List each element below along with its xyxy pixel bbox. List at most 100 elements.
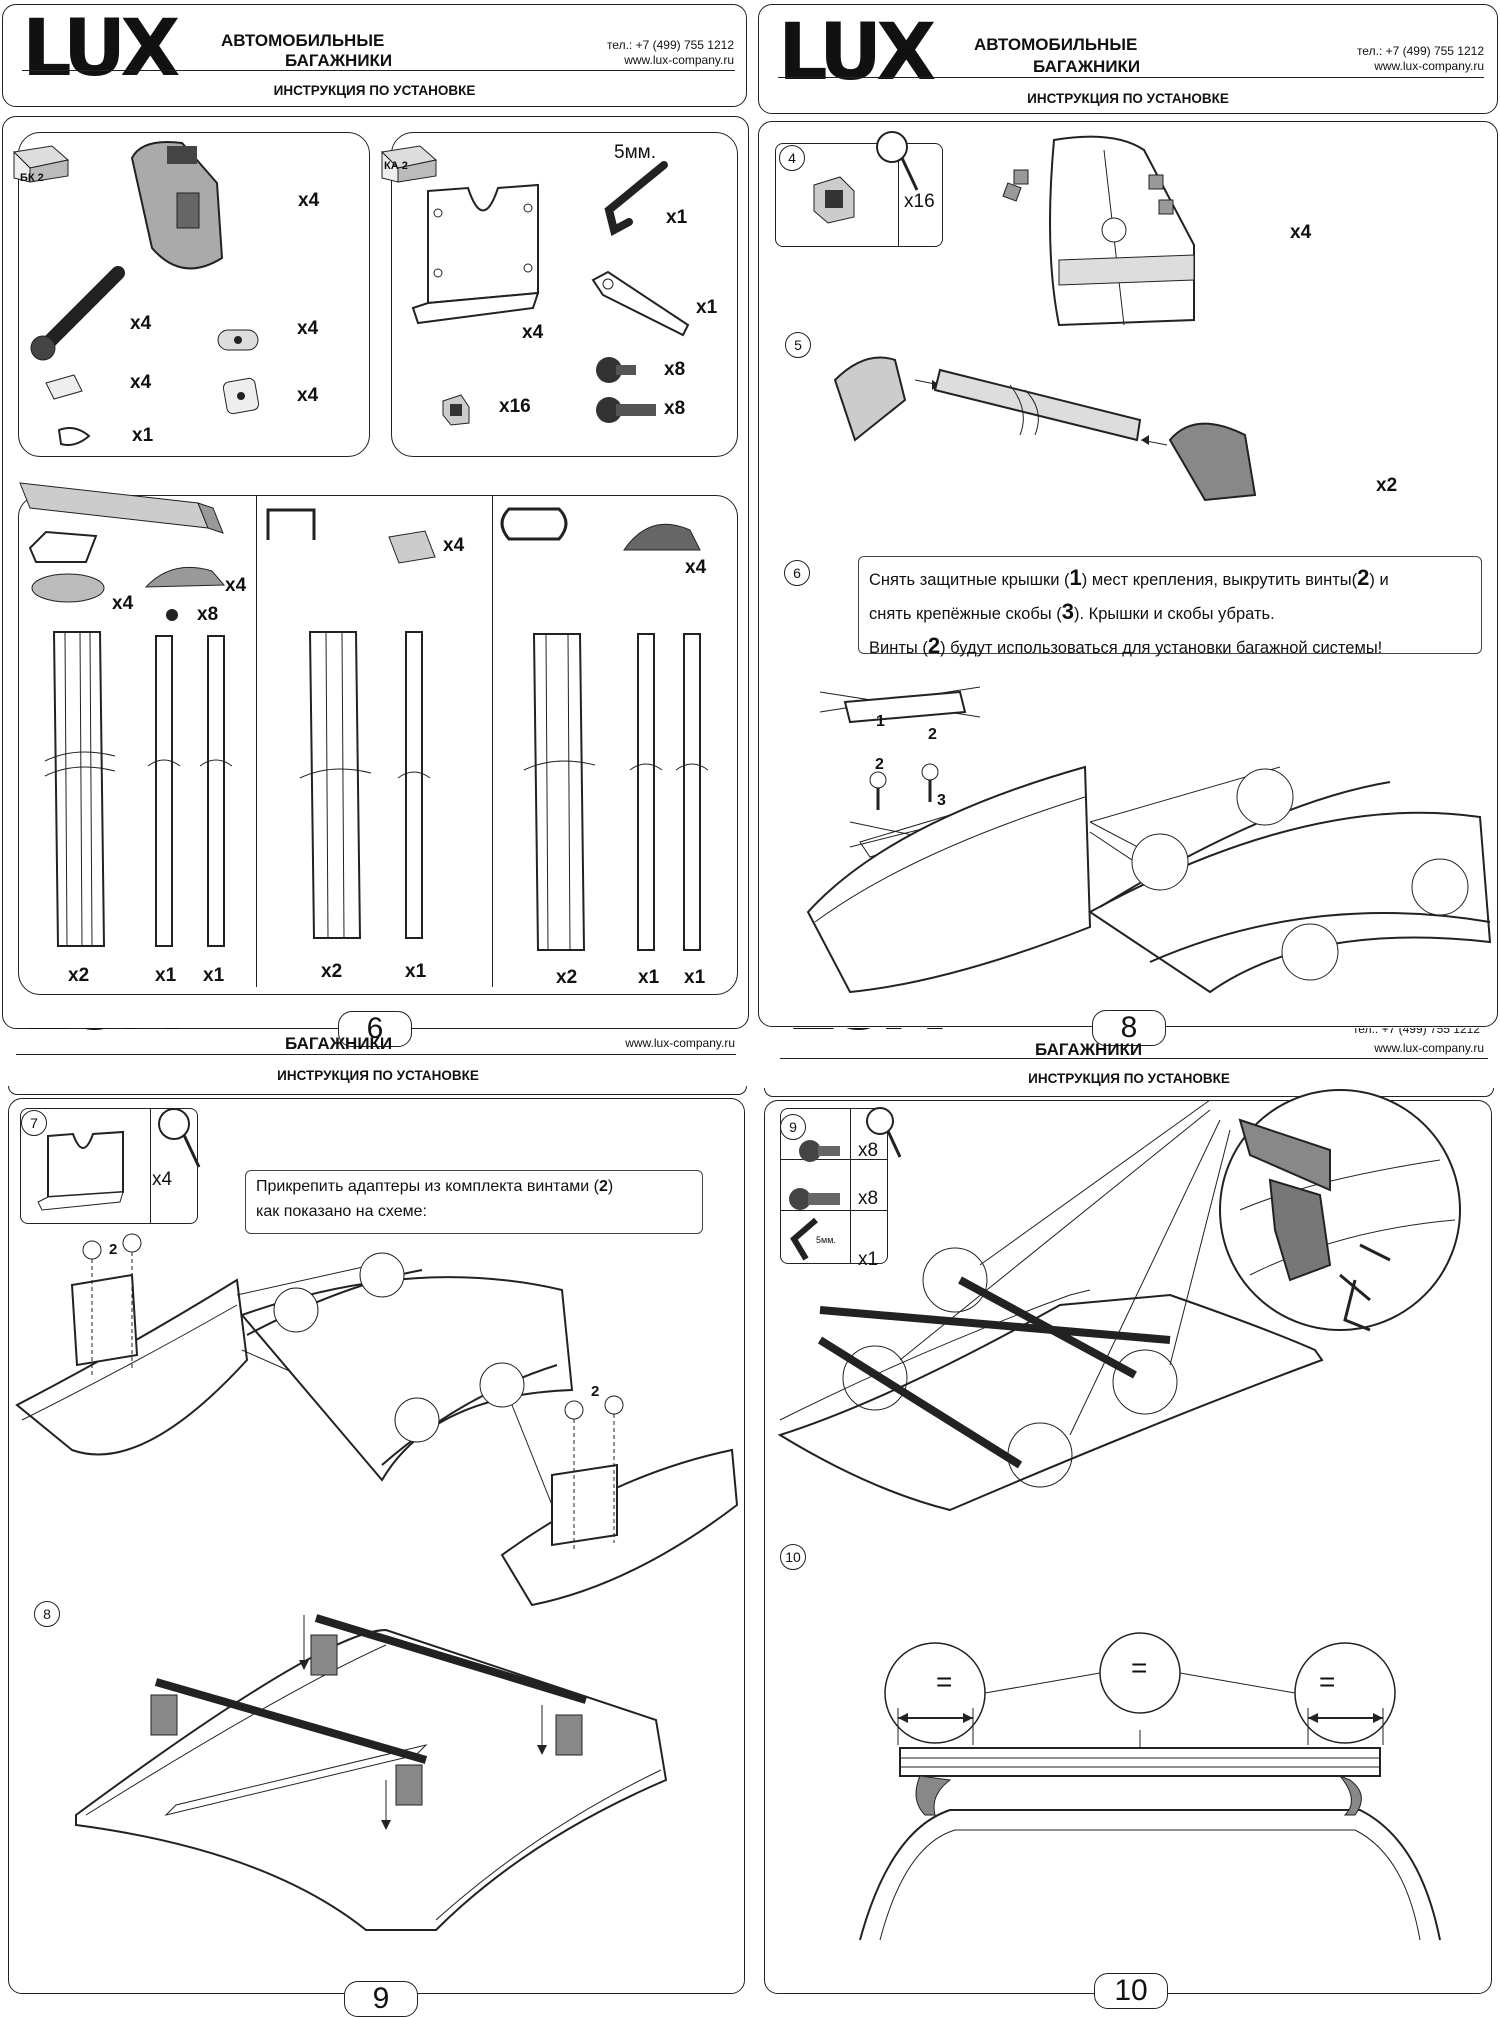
bar-profile-a-illustration (44, 631, 233, 947)
hex-key-icon (790, 1217, 818, 1261)
roof-detail-illustration (806, 686, 1492, 994)
nut-illustration (813, 176, 855, 224)
header-contacts: тел.: +7 (499) 755 1212 www.lux-company.… (1357, 44, 1484, 74)
note-text: ) будут использоваться для установки баг… (940, 639, 1383, 658)
screw-long-illustration (596, 397, 656, 423)
logo: LUX (786, 1028, 944, 1042)
header-bottom (8, 1086, 747, 1095)
note-text: ) мест крепления, выкрутить винты( (1081, 571, 1358, 589)
logo: LUX (22, 4, 180, 94)
step-number: 5 (785, 332, 811, 358)
header-rule (780, 1058, 1488, 1059)
qty-hex-key: x1 (666, 207, 688, 228)
small-screw-icon (166, 609, 178, 621)
qty-foot: x4 (298, 190, 320, 211)
header-site: www.lux-company.ru (625, 1036, 735, 1050)
qty-small-screw: x8 (197, 604, 219, 625)
header-phone: тел.: +7 (499) 755 1212 (606, 38, 734, 52)
qty-endcap-c: x4 (685, 557, 707, 578)
endcap-a2-illustration (144, 566, 226, 588)
qty-endcap-b: x4 (443, 535, 465, 556)
qty-screw-1: x8 (664, 359, 686, 380)
step9-qty-3: x1 (858, 1249, 879, 1270)
step9-row-line (780, 1210, 888, 1211)
wrench-illustration (591, 270, 690, 337)
step7-divider (150, 1108, 151, 1224)
header-frame (758, 4, 1498, 114)
note-number: 1 (1069, 565, 1082, 590)
bars-install-illustration (75, 1614, 668, 1931)
key-illustration (57, 427, 91, 446)
step-number: 9 (780, 1114, 806, 1140)
page-number: 10 (1094, 1973, 1168, 2009)
step4-divider (898, 143, 899, 247)
fig-label-2: 2 (591, 1383, 600, 1400)
screw-long-icon (789, 1188, 840, 1210)
header-rule (16, 1054, 736, 1055)
plate-illustration (45, 374, 83, 400)
note-number: 2 (598, 1178, 608, 1195)
header-phone-clipped: тел.: +7 (499) 755 1212 (1335, 1028, 1480, 1037)
note-number: 3 (1061, 599, 1074, 625)
pin-illustration (217, 329, 259, 351)
hex-size: 5мм. (614, 142, 656, 163)
endcap-b-illustration (388, 530, 436, 564)
step9-divider (850, 1108, 851, 1264)
bars-fastening-illustration (777, 1089, 1461, 1512)
logo-clipped: LUX (780, 1028, 948, 1042)
step9-qty-1: x8 (858, 1140, 879, 1161)
note-text: ) и (1369, 571, 1389, 589)
header-site: www.lux-company.ru (1374, 1041, 1484, 1055)
equal-mark-center: = (1131, 1652, 1148, 1683)
logo: LUX (778, 8, 936, 98)
qty-wrench: x1 (696, 297, 718, 318)
note-text: Снять защитные крышки ( (869, 571, 1070, 589)
pad-illustration (222, 377, 260, 415)
header-title-2: БАГАЖНИКИ (285, 51, 393, 70)
qty-key: x1 (132, 425, 154, 446)
nut-illustration (442, 394, 470, 426)
equal-mark-left: = (936, 1666, 953, 1697)
note-text: снять крепёжные скобы ( (869, 605, 1062, 624)
qty-bar-b2: x1 (405, 961, 427, 982)
qty-pad: x4 (297, 385, 319, 406)
qty-bar-b1: x2 (321, 961, 343, 982)
logo: LUX (22, 1028, 180, 1042)
qty-pin: x4 (297, 318, 319, 339)
step9-row-line (780, 1159, 888, 1160)
bars-box (18, 495, 738, 995)
qty-plate: x4 (130, 372, 152, 393)
step9-hex-size: 5мм. (816, 1235, 836, 1245)
header-phone: тел.: +7 (499) 755 1212 (1352, 1028, 1480, 1036)
step-number: 7 (21, 1110, 47, 1136)
divider-2 (492, 495, 493, 987)
header-title-2: БАГАЖНИКИ (1035, 1040, 1143, 1059)
header-contacts: тел.: +7 (499) 755 1212 www.lux-company.… (607, 38, 734, 68)
header-rule (22, 70, 735, 71)
kit-box-label: КА 2 (384, 160, 408, 172)
fig-label-1: 1 (876, 713, 885, 730)
header-bottom (764, 1088, 1494, 1097)
note-text: ). Крышки и скобы убрать. (1073, 605, 1275, 624)
qty-bar-a3: x1 (203, 965, 225, 986)
header-title-1: АВТОМОБИЛЬНЫЕ (221, 31, 385, 50)
header-title-2: БАГАЖНИКИ (285, 1034, 393, 1053)
step-number: 6 (784, 560, 810, 586)
screw-icon (799, 1140, 840, 1162)
divider-1 (256, 495, 257, 987)
step7-qty: x4 (152, 1169, 173, 1190)
endcap-a-illustration (31, 573, 105, 603)
qty-screw-2: x8 (664, 398, 686, 419)
note-text: как показано на схеме: (256, 1202, 427, 1220)
qty-bar-a2: x1 (155, 965, 177, 986)
magnifier-icon (866, 1107, 902, 1158)
qty-bar-c1: x2 (556, 967, 578, 988)
magnifier-icon (158, 1108, 201, 1168)
qty-endcap-a1: x4 (112, 593, 134, 614)
box-illustration (380, 145, 438, 183)
endcap-c-illustration (623, 523, 701, 551)
page-number: 8 (1092, 1010, 1166, 1046)
bar-profile-c-illustration (523, 633, 709, 951)
qty-bar-c2: x1 (638, 967, 660, 988)
header-subtitle: ИНСТРУКЦИЯ ПО УСТАНОВКЕ (1027, 91, 1229, 106)
